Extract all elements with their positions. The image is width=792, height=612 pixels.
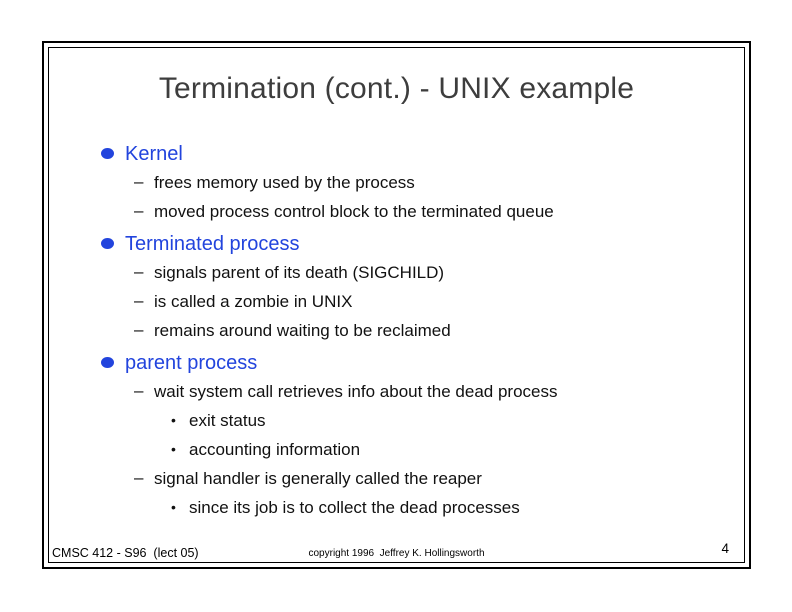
bullet-dot-icon [101,148,114,159]
page-number: 4 [721,541,729,556]
footer-copyright: copyright 1996 Jeffrey K. Hollingsworth [308,548,485,559]
dash-bullet-icon: – [134,262,144,281]
slide-title: Termination (cont.) - UNIX example [158,72,635,105]
item-text: signal handler is generally called the r… [154,469,482,488]
item-text: frees memory used by the process [154,173,415,192]
item-text: is called a zombie in UNIX [154,292,353,311]
slide-frame-inner: Termination (cont.) - UNIX example Kerne… [48,47,745,563]
bullet-item: – frees memory used by the process [49,172,738,201]
item-text: wait system call retrieves info about th… [154,382,558,401]
dash-bullet-icon: – [134,291,144,310]
bullet-heading: Terminated process [49,232,738,262]
dot-bullet-icon: • [171,441,176,457]
bullet-item: – is called a zombie in UNIX [49,291,738,320]
bullet-dot-icon [101,357,114,368]
footer-course-label: CMSC 412 - S96 (lect 05) [52,546,199,560]
dash-bullet-icon: – [134,320,144,339]
bullet-item: • accounting information [49,439,738,468]
bullet-item: – signal handler is generally called the… [49,468,738,497]
heading-label: Kernel [125,143,183,165]
dash-bullet-icon: – [134,468,144,487]
item-text: accounting information [189,440,361,459]
slide-frame-outer: Termination (cont.) - UNIX example Kerne… [42,41,751,569]
bullet-item: • exit status [49,410,738,439]
dash-bullet-icon: – [134,201,144,220]
dot-bullet-icon: • [171,499,176,515]
item-text: signals parent of its death (SIGCHILD) [154,263,445,282]
bullet-item: – moved process control block to the ter… [49,201,738,230]
bullet-item: • since its job is to collect the dead p… [49,497,738,526]
bullet-heading: Kernel [49,142,738,172]
dash-bullet-icon: – [134,381,144,400]
item-text: moved process control block to the termi… [154,202,554,221]
item-text: exit status [189,411,266,430]
slide-body: Kernel – frees memory used by the proces… [49,142,738,526]
heading-label: Terminated process [125,233,300,255]
bullet-item: – remains around waiting to be reclaimed [49,320,738,349]
dash-bullet-icon: – [134,172,144,191]
bullet-heading: parent process [49,351,738,381]
bullet-item: – signals parent of its death (SIGCHILD) [49,262,738,291]
dot-bullet-icon: • [171,412,176,428]
heading-label: parent process [125,352,258,374]
item-text: remains around waiting to be reclaimed [154,321,451,340]
item-text: since its job is to collect the dead pro… [189,498,520,517]
bullet-dot-icon [101,238,114,249]
bullet-item: – wait system call retrieves info about … [49,381,738,410]
